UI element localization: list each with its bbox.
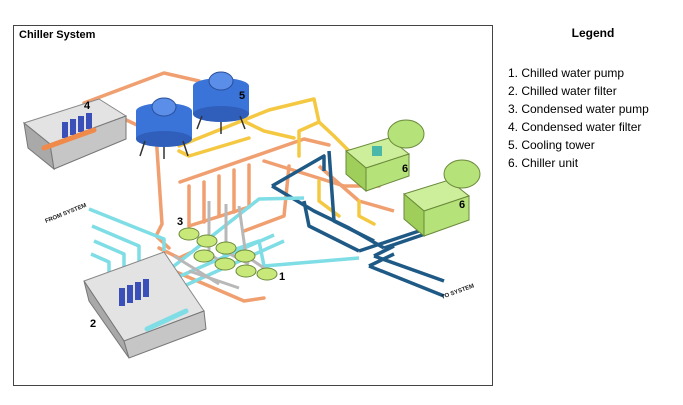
legend-item: 6. Chiller unit [508, 156, 579, 170]
chilled-water-filter [83, 251, 207, 359]
legend-item: 3. Condensed water pump [508, 102, 649, 116]
legend-item: 5. Cooling tower [508, 138, 595, 152]
callout-2: 2 [90, 318, 96, 330]
diagram-title: Chiller System [19, 29, 96, 41]
callout-3: 3 [177, 216, 183, 228]
callout-6-upper: 6 [402, 163, 408, 175]
cooling-tower-back [193, 71, 249, 134]
legend-title: Legend [571, 26, 615, 40]
callout-1: 1 [279, 271, 285, 283]
legend-item: 2. Chilled water filter [508, 84, 617, 98]
condensed-water-pumps [178, 227, 256, 263]
condensed-water-filter [22, 98, 128, 171]
to-system-label: TO SYSTEM [441, 283, 476, 300]
chiller-diagram: FROM SYSTEM TO SYSTEM 4 5 6 6 3 1 2 [22, 71, 481, 359]
tower-supply-piping [177, 97, 376, 226]
callout-5: 5 [239, 90, 245, 102]
diagram-frame: FROM SYSTEM TO SYSTEM 4 5 6 6 3 1 2 Chil… [13, 25, 493, 386]
cooling-tower-front [136, 97, 192, 159]
from-system-label: FROM SYSTEM [45, 203, 88, 225]
legend-item: 4. Condensed water filter [508, 120, 642, 134]
legend-item: 1. Chilled water pump [508, 66, 625, 80]
callout-6-lower: 6 [459, 199, 465, 211]
chiller-unit-upper [344, 119, 425, 193]
legend-list: 1. Chilled water pump 2. Chilled water f… [508, 64, 649, 172]
callout-4: 4 [84, 100, 91, 112]
chiller-unit-lower [402, 159, 481, 238]
chilled-water-pumps [193, 249, 278, 281]
